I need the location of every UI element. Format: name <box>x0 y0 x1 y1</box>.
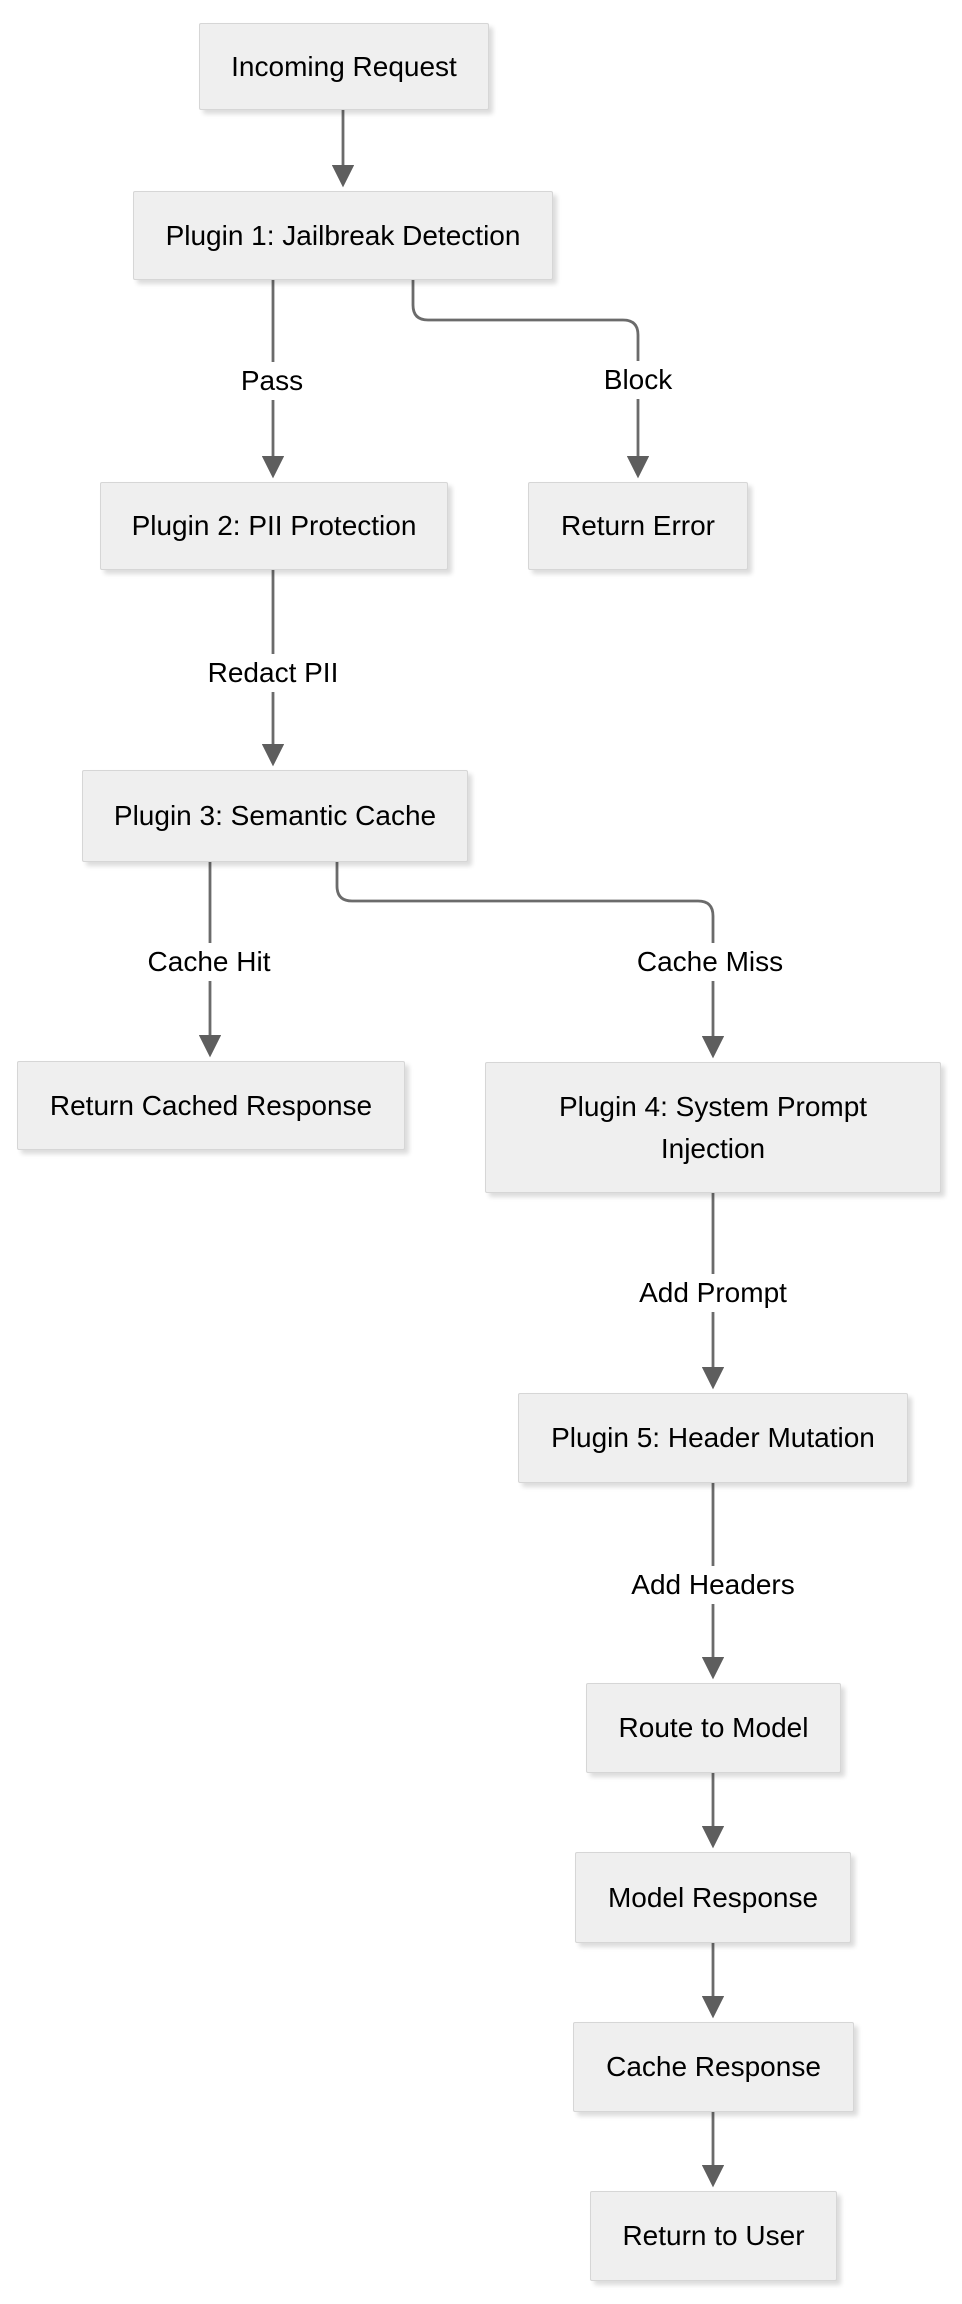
edge-label-pass: Pass <box>232 362 312 400</box>
node-return-error: Return Error <box>528 482 748 570</box>
edge-label-redact-pii: Redact PII <box>199 654 347 692</box>
node-label: Plugin 4: System Prompt Injection <box>558 1090 868 1164</box>
node-incoming-request: Incoming Request <box>199 23 489 110</box>
edge-label-add-headers: Add Headers <box>623 1566 803 1604</box>
node-label: Plugin 5: Header Mutation <box>551 1422 875 1453</box>
node-label: Plugin 1: Jailbreak Detection <box>165 219 521 251</box>
edge-label-cache-miss: Cache Miss <box>628 943 792 981</box>
node-return-cached-response: Return Cached Response <box>17 1061 405 1150</box>
edge-label-block: Block <box>595 361 681 399</box>
node-plugin-1-jailbreak-detection: Plugin 1: Jailbreak Detection <box>133 191 553 280</box>
edge-plugin1-to-return-error <box>411 280 650 479</box>
node-label: Incoming Request <box>231 50 457 82</box>
node-label: Route to Model <box>618 1712 809 1743</box>
node-label: Model Response <box>607 1881 819 1913</box>
node-cache-response: Cache Response <box>573 2022 854 2112</box>
node-label: Return Cached Response <box>49 1089 373 1121</box>
node-model-response: Model Response <box>575 1852 851 1943</box>
node-label: Plugin 3: Semantic Cache <box>113 800 437 831</box>
edge-label-add-prompt: Add Prompt <box>631 1274 795 1312</box>
node-route-to-model: Route to Model <box>586 1683 841 1773</box>
edge-plugin3-to-plugin4 <box>335 862 725 1059</box>
node-plugin-4-system-prompt-injection: Plugin 4: System Prompt Injection <box>485 1062 941 1193</box>
node-label: Return to User <box>622 2220 805 2251</box>
edge-label-cache-hit: Cache Hit <box>139 943 279 981</box>
node-label: Plugin 2: PII Protection <box>131 510 417 541</box>
node-plugin-3-semantic-cache: Plugin 3: Semantic Cache <box>82 770 468 862</box>
node-label: Return Error <box>560 510 716 541</box>
node-label: Cache Response <box>606 2051 821 2082</box>
node-plugin-5-header-mutation: Plugin 5: Header Mutation <box>518 1393 908 1483</box>
node-return-to-user: Return to User <box>590 2191 837 2281</box>
node-plugin-2-pii-protection: Plugin 2: PII Protection <box>100 482 448 570</box>
